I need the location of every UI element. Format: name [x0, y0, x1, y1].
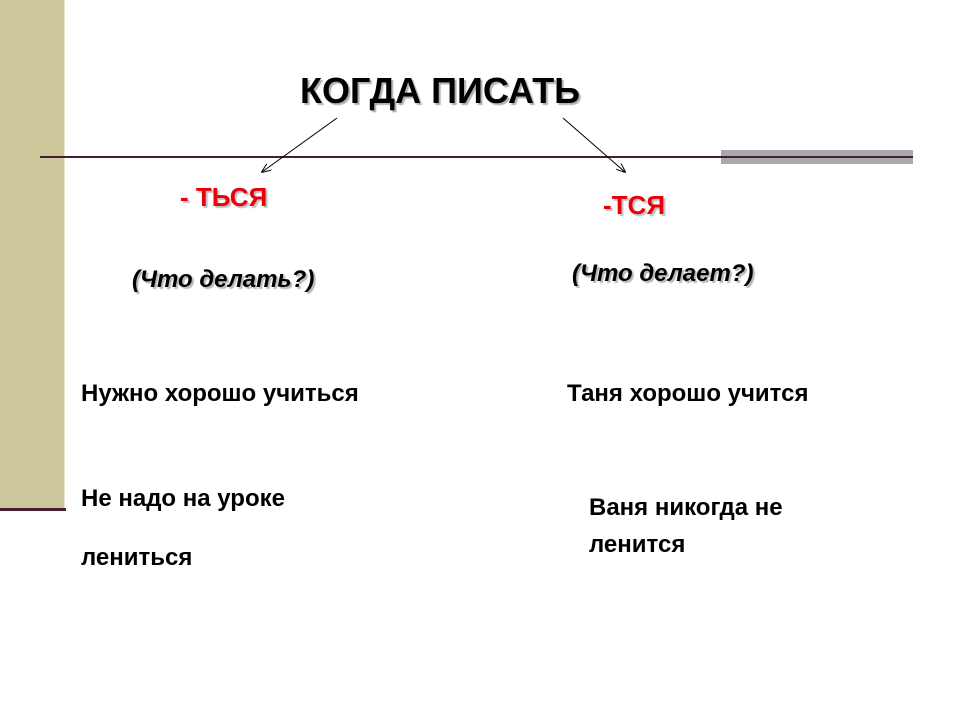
example-left-2-line1: Не надо на уроке [81, 485, 285, 512]
question-left: (Что делать?) [132, 266, 315, 293]
question-right: (Что делает?) [572, 260, 754, 287]
horizontal-rule [40, 156, 913, 158]
example-left-1: Нужно хорошо учиться [81, 380, 359, 407]
example-right-2-line1: Ваня никогда не [589, 494, 783, 521]
gray-accent-bar [721, 150, 913, 164]
arrow-left [262, 117, 338, 172]
arrow-right [562, 117, 625, 172]
suffix-tsya-soft: - ТЬСЯ [180, 182, 268, 212]
example-right-1: Таня хорошо учится [567, 380, 809, 407]
example-left-2-line2: лениться [81, 544, 193, 571]
sidebar-rule [0, 508, 66, 511]
suffix-tsya: -ТСЯ [603, 190, 666, 220]
decorative-sidebar [0, 0, 64, 510]
example-right-2-line2: ленится [589, 531, 686, 558]
slide-title: КОГДА ПИСАТЬ [300, 70, 581, 111]
sidebar-edge [64, 0, 65, 510]
